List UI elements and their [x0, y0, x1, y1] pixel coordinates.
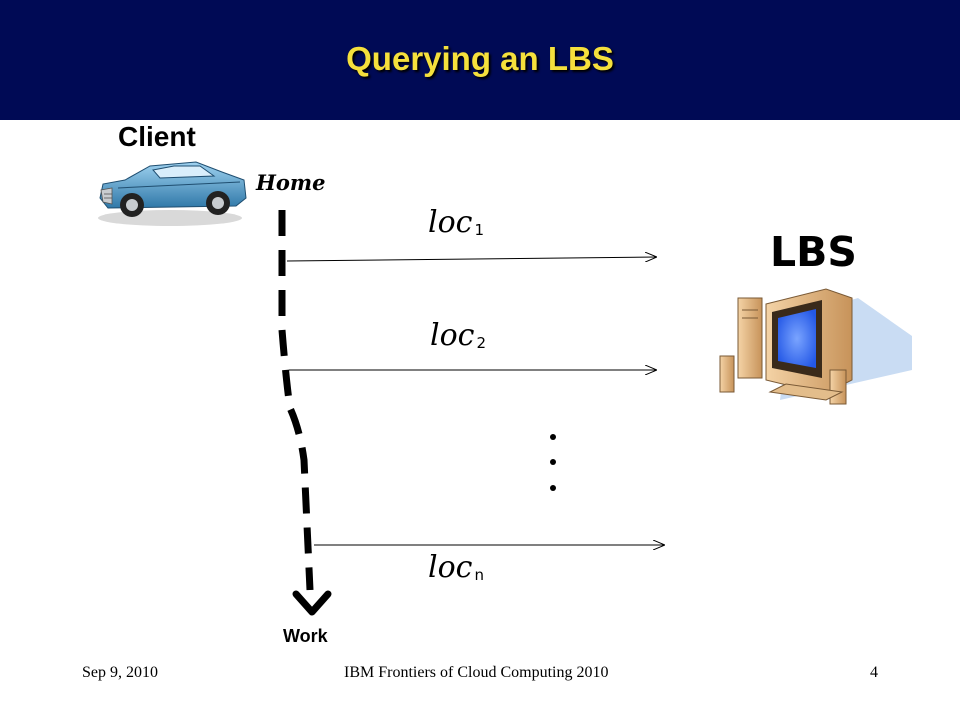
- query-label-1-subscript: 1: [474, 221, 485, 239]
- query-label-2-subscript: 2: [476, 334, 487, 352]
- ellipsis-dot: [550, 434, 556, 440]
- slide-title: Querying an LBS: [346, 40, 614, 77]
- query-label-2-base: loc: [430, 318, 475, 353]
- trajectory-path: [278, 210, 314, 591]
- computer-icon: [719, 288, 912, 405]
- ellipsis-dot: [550, 485, 556, 491]
- work-label: Work: [283, 626, 328, 646]
- trajectory-arrowhead: [292, 590, 332, 616]
- query-arrow-1: [286, 257, 656, 261]
- query-label-n-base: loc: [428, 550, 473, 585]
- footer-event: IBM Frontiers of Cloud Computing 2010: [344, 664, 609, 681]
- lbs-label: LBS: [770, 228, 857, 276]
- ellipsis-dot: [550, 459, 556, 465]
- car-icon: [98, 161, 247, 226]
- client-label: Client: [118, 121, 196, 152]
- slide-number: 4: [870, 664, 878, 681]
- title-bar: [0, 0, 960, 120]
- query-label-n-subscript: n: [474, 566, 484, 584]
- query-label-1-base: loc: [428, 205, 473, 240]
- footer-date: Sep 9, 2010: [82, 664, 158, 681]
- home-label: Home: [256, 170, 326, 195]
